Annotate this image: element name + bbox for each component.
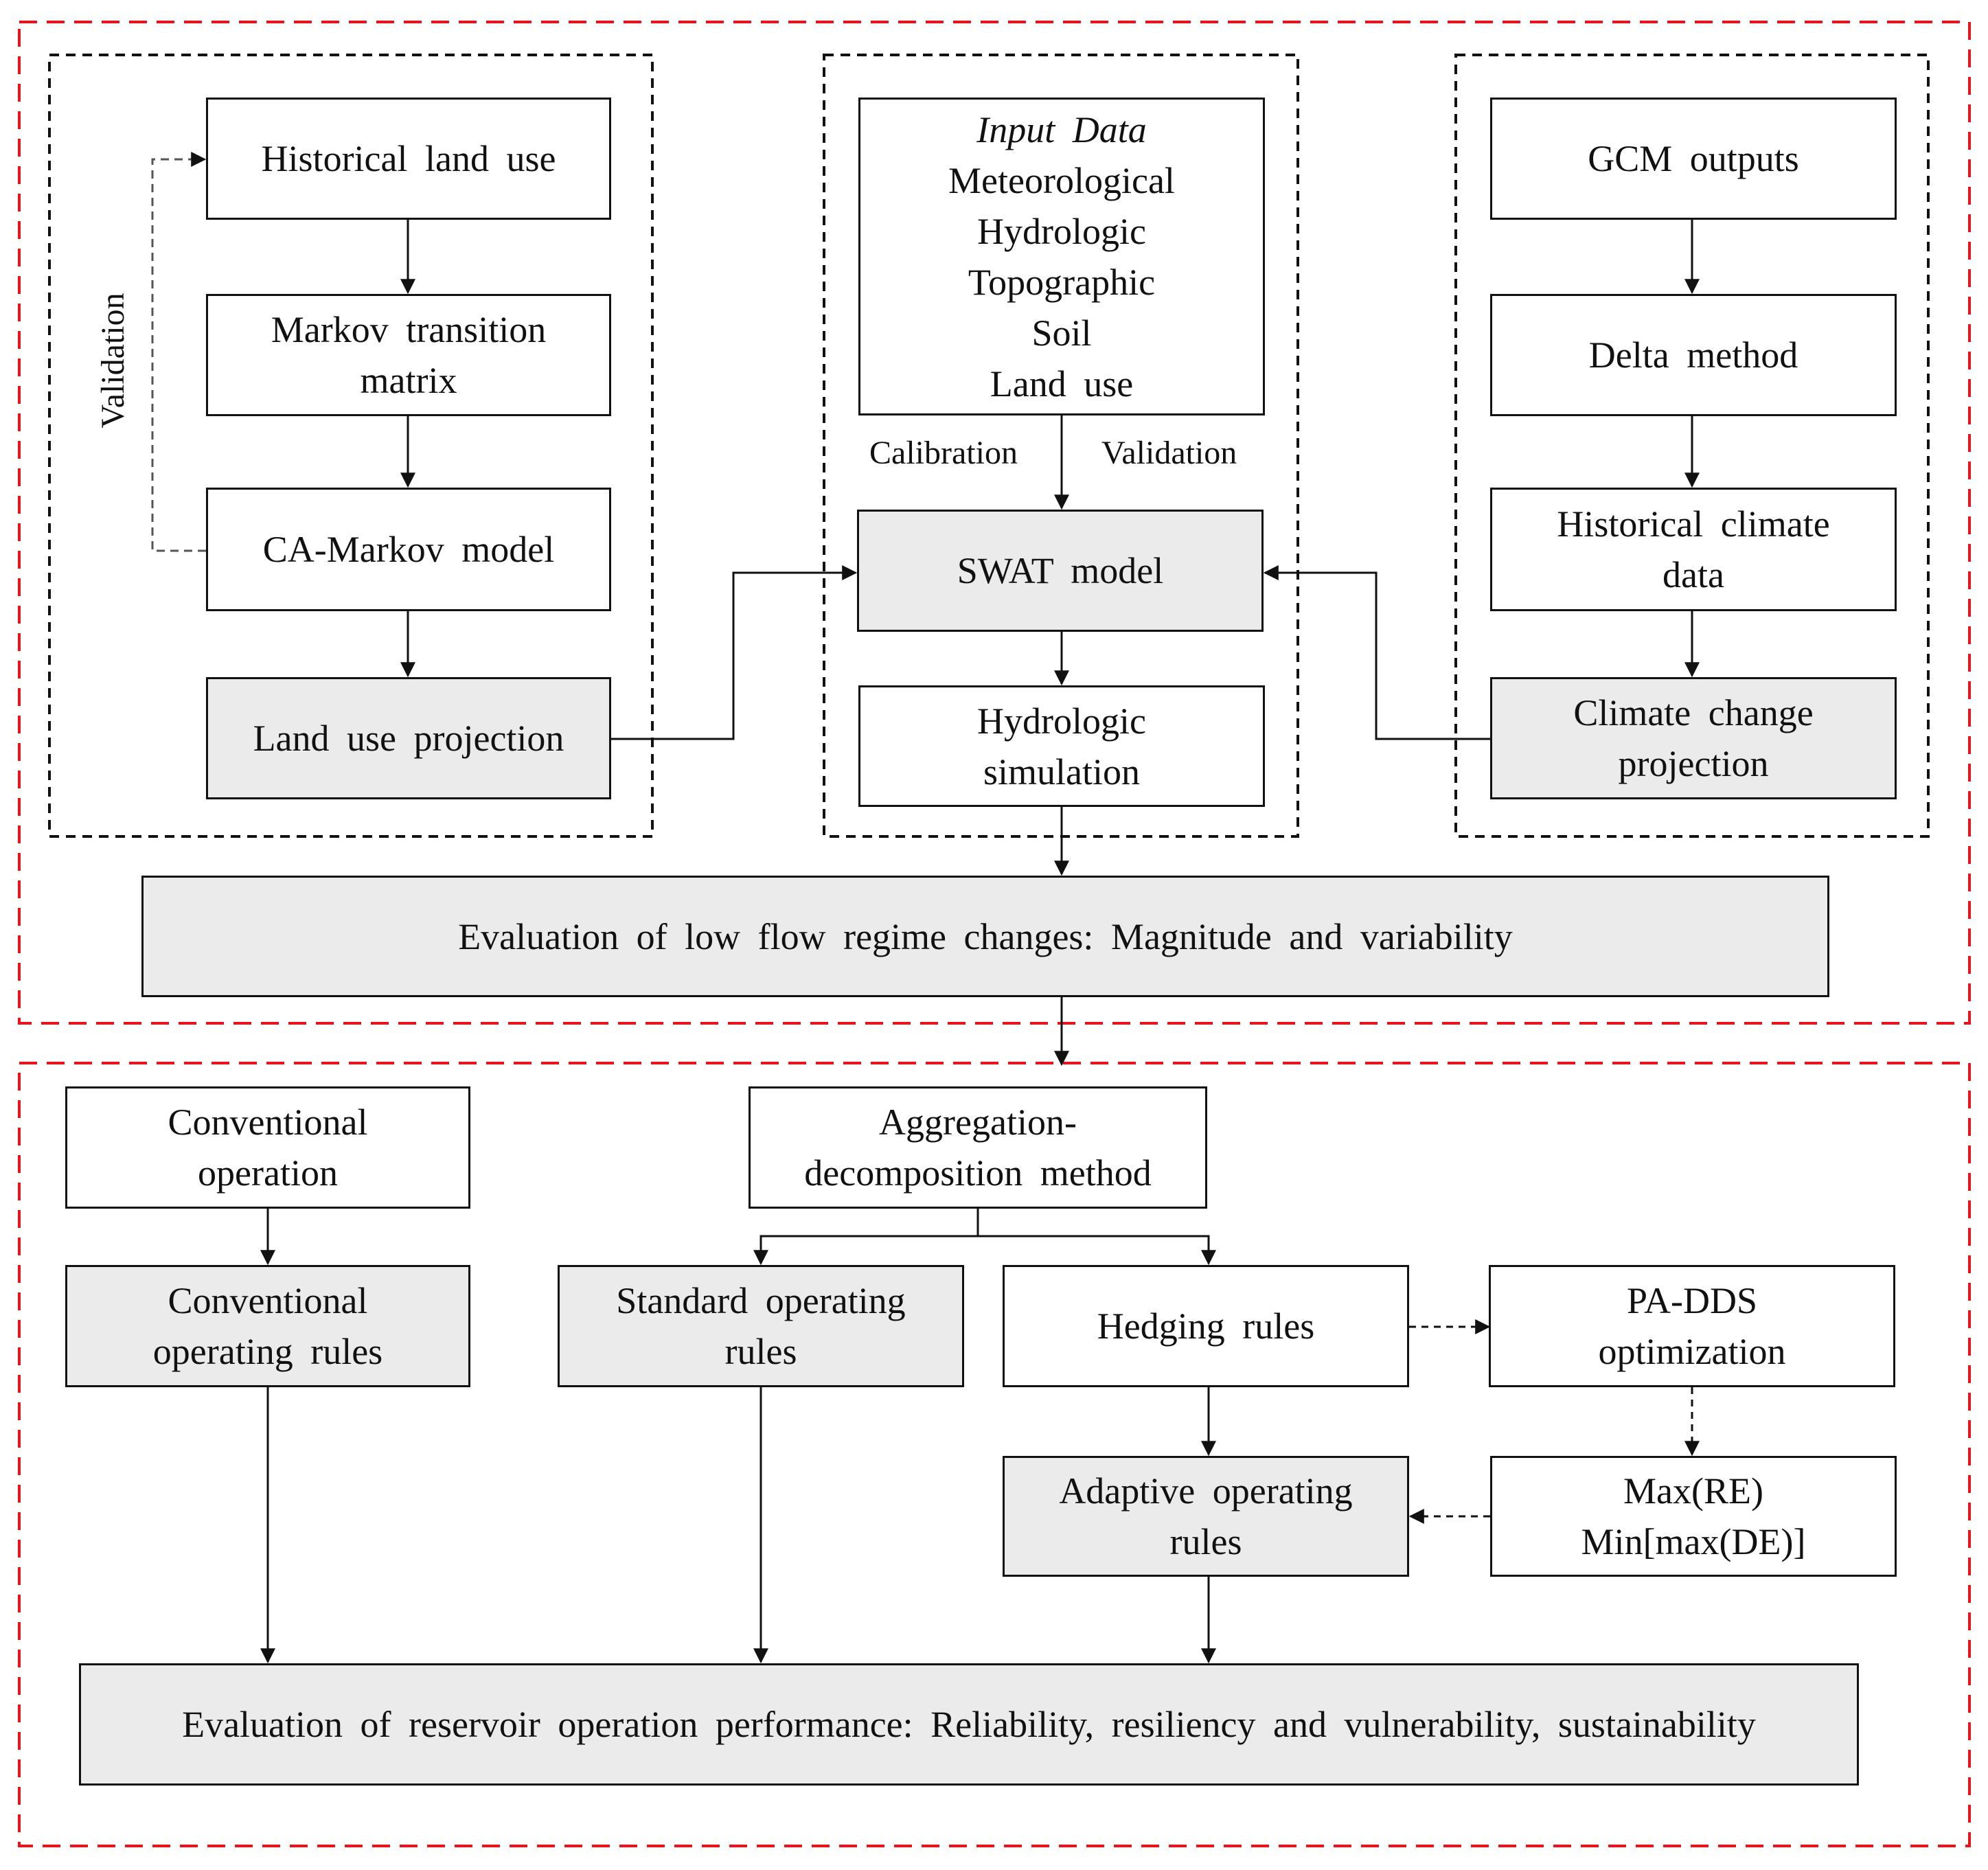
objective-line1: Max(RE) (1623, 1470, 1763, 1512)
climate-projection-line1: Climate change (1573, 692, 1814, 733)
input-land-use: Land use (990, 363, 1134, 404)
standard-operating-rules-box: Standard operating rules (558, 1265, 964, 1387)
gcm-outputs-box: GCM outputs (1490, 98, 1897, 220)
ca-markov-model-box: CA-Markov model (206, 488, 611, 611)
objective-functions-box: Max(RE) Min[max(DE)] (1490, 1456, 1897, 1577)
simulation-line1: Hydrologic (977, 700, 1146, 742)
climate-projection-line2: projection (1618, 743, 1769, 784)
conv-rules-line2: operating rules (152, 1331, 383, 1372)
simulation-line2: simulation (983, 751, 1140, 793)
land-use-validation-label: Validation (95, 293, 131, 429)
swat-model-label: SWAT model (957, 550, 1164, 591)
adaptive-line2: rules (1169, 1521, 1242, 1562)
input-soil: Soil (1031, 312, 1092, 354)
historical-climate-line2: data (1663, 554, 1724, 595)
validation-feedback-arrow (151, 152, 207, 552)
padds-line1: PA-DDS (1626, 1280, 1758, 1321)
arrow-climate-to-swat (1263, 565, 1490, 740)
arrow-landuse-to-swat (611, 565, 858, 740)
historical-climate-line1: Historical climate (1557, 503, 1830, 545)
input-data-title: Input Data (976, 109, 1147, 150)
markov-matrix-line1: Markov transition (271, 309, 547, 350)
upper-red-frame (18, 21, 1971, 1025)
land-use-module-frame (48, 54, 654, 838)
calibration-label: Calibration (869, 435, 1018, 471)
performance-evaluation-label: Evaluation of reservoir operation perfor… (182, 1704, 1756, 1745)
adaptive-operating-rules-box: Adaptive operating rules (1003, 1456, 1409, 1577)
low-flow-evaluation-label: Evaluation of low flow regime changes: M… (458, 915, 1513, 957)
pa-dds-optimization-box: PA-DDS optimization (1489, 1265, 1895, 1387)
markov-matrix-line2: matrix (360, 360, 457, 401)
hedging-rules-box: Hedging rules (1003, 1265, 1409, 1387)
historical-land-use-label: Historical land use (261, 138, 556, 179)
input-hydrologic: Hydrologic (977, 210, 1146, 252)
sop-line1: Standard operating (616, 1280, 906, 1321)
delta-method-label: Delta method (1588, 334, 1798, 376)
gcm-outputs-label: GCM outputs (1588, 138, 1799, 179)
historical-land-use-box: Historical land use (206, 98, 611, 220)
swat-model-box: SWAT model (857, 510, 1264, 632)
lower-red-frame (18, 1062, 1971, 1847)
conventional-line2: operation (198, 1152, 338, 1194)
padds-line2: optimization (1598, 1331, 1786, 1372)
historical-climate-data-box: Historical climate data (1490, 488, 1897, 611)
adaptive-line1: Adaptive operating (1059, 1470, 1353, 1512)
hydrologic-simulation-box: Hydrologic simulation (858, 685, 1265, 807)
hydrology-validation-label: Validation (1101, 435, 1237, 471)
conventional-operating-rules-box: Conventional operating rules (65, 1265, 470, 1387)
land-use-projection-box: Land use projection (206, 677, 611, 799)
delta-method-box: Delta method (1490, 294, 1897, 416)
low-flow-evaluation-box: Evaluation of low flow regime changes: M… (141, 876, 1829, 997)
hedging-rules-label: Hedging rules (1097, 1305, 1315, 1347)
conventional-line1: Conventional (168, 1102, 368, 1143)
markov-transition-matrix-box: Markov transition matrix (206, 294, 611, 416)
conv-rules-line1: Conventional (168, 1280, 368, 1321)
input-meteorological: Meteorological (948, 159, 1175, 201)
input-data-box: Input Data Meteorological Hydrologic Top… (858, 98, 1265, 415)
performance-evaluation-box: Evaluation of reservoir operation perfor… (79, 1663, 1859, 1786)
climate-change-projection-box: Climate change projection (1490, 677, 1897, 799)
objective-line2: Min[max(DE)] (1581, 1521, 1806, 1562)
sop-line2: rules (724, 1331, 797, 1372)
aggregation-line2: decomposition method (804, 1152, 1152, 1194)
input-topographic: Topographic (968, 261, 1156, 303)
ca-markov-label: CA-Markov model (262, 529, 555, 570)
agg-branch-left (753, 1209, 979, 1266)
aggregation-decomposition-box: Aggregation- decomposition method (749, 1086, 1207, 1209)
conventional-operation-box: Conventional operation (65, 1086, 470, 1209)
aggregation-line1: Aggregation- (879, 1102, 1077, 1143)
climate-module-frame (1454, 54, 1930, 838)
agg-branch-right (978, 1235, 1216, 1266)
land-use-projection-label: Land use projection (253, 718, 564, 759)
